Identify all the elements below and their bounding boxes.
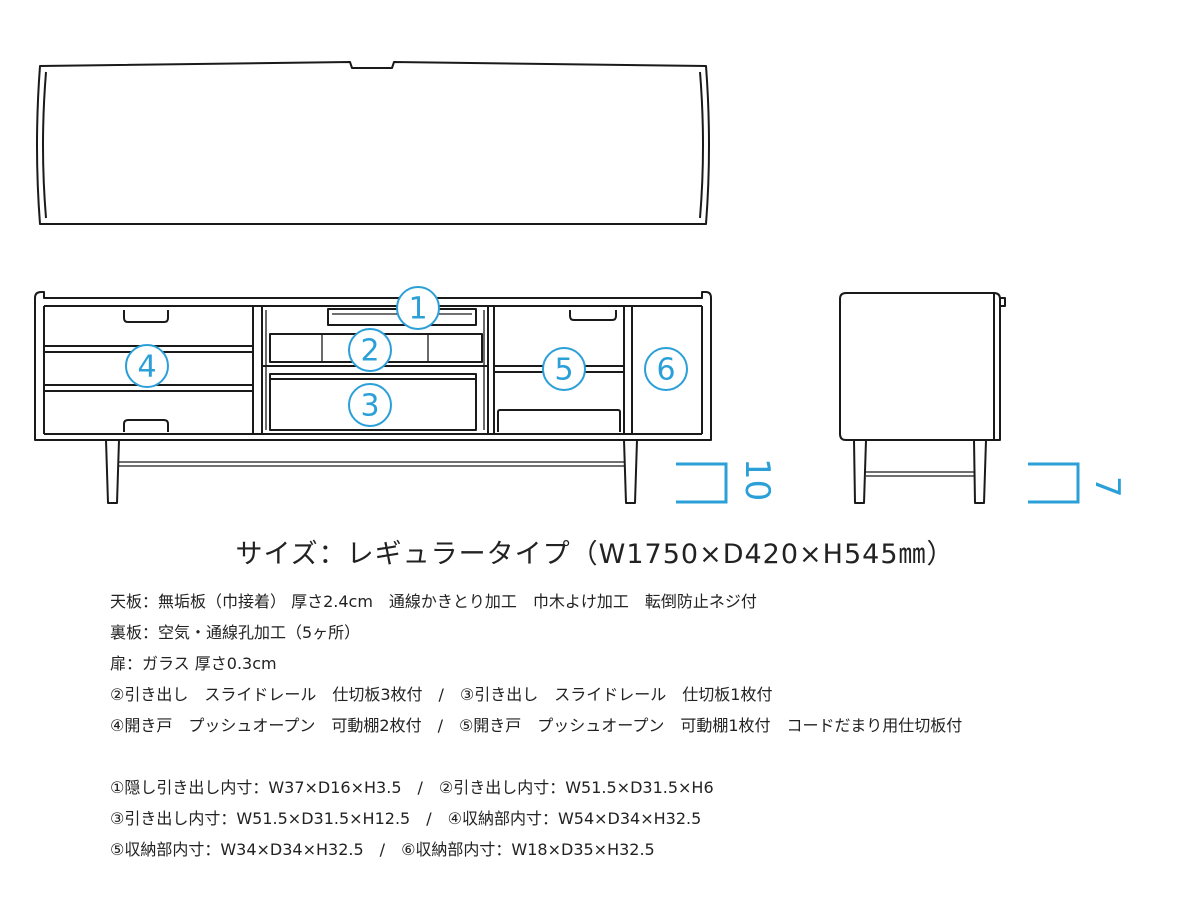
top-view	[36, 61, 710, 225]
label-1: 1	[396, 286, 440, 330]
svg-text:4: 4	[137, 350, 156, 385]
label-5: 5	[542, 347, 586, 391]
svg-text:10: 10	[737, 458, 777, 501]
spacer	[110, 745, 1170, 776]
furniture-drawing: 1 2 3 4 5 6 10 7	[34, 61, 1127, 504]
svg-text:7: 7	[1087, 476, 1127, 498]
size-title: サイズ：レギュラータイプ（W1750×D420×H545㎜）	[235, 539, 955, 570]
svg-text:6: 6	[656, 353, 675, 388]
front-view	[34, 291, 712, 504]
label-2: 2	[348, 328, 392, 372]
svg-text:1: 1	[408, 292, 427, 327]
side-view	[839, 292, 1006, 504]
inner-dimension-line: ⑤収納部内寸：W34×D34×H32.5 / ⑥収納部内寸：W18×D35×H3…	[110, 840, 655, 859]
label-6: 6	[644, 347, 688, 391]
side-leg-dimension: 7	[1028, 462, 1127, 504]
spec-back-board: 裏板：空気・通線孔加工（5ヶ所）	[110, 623, 361, 642]
svg-text:5: 5	[554, 353, 573, 388]
spec-door: 扉：ガラス 厚さ0.3cm	[110, 654, 277, 673]
spec-drawers: ②引き出し スライドレール 仕切板3枚付 / ③引き出し スライドレール 仕切板…	[110, 685, 773, 704]
spec-top-board: 天板：無垢板（巾接着） 厚さ2.4cm 通線かきとり加工 巾木よけ加工 転倒防止…	[110, 592, 757, 611]
svg-text:2: 2	[360, 334, 379, 369]
spec-cabinets: ④開き戸 プッシュオープン 可動棚2枚付 / ⑤開き戸 プッシュオープン 可動棚…	[110, 716, 963, 735]
svg-text:3: 3	[360, 389, 379, 424]
label-3: 3	[348, 383, 392, 427]
label-4: 4	[125, 344, 169, 388]
inner-dimension-line: ①隠し引き出し内寸：W37×D16×H3.5 / ②引き出し内寸：W51.5×D…	[110, 778, 714, 797]
spec-list: 天板：無垢板（巾接着） 厚さ2.4cm 通線かきとり加工 巾木よけ加工 転倒防止…	[110, 590, 1170, 869]
front-leg-dimension: 10	[676, 458, 777, 504]
inner-dimension-line: ③引き出し内寸：W51.5×D31.5×H12.5 / ④収納部内寸：W54×D…	[110, 809, 702, 828]
